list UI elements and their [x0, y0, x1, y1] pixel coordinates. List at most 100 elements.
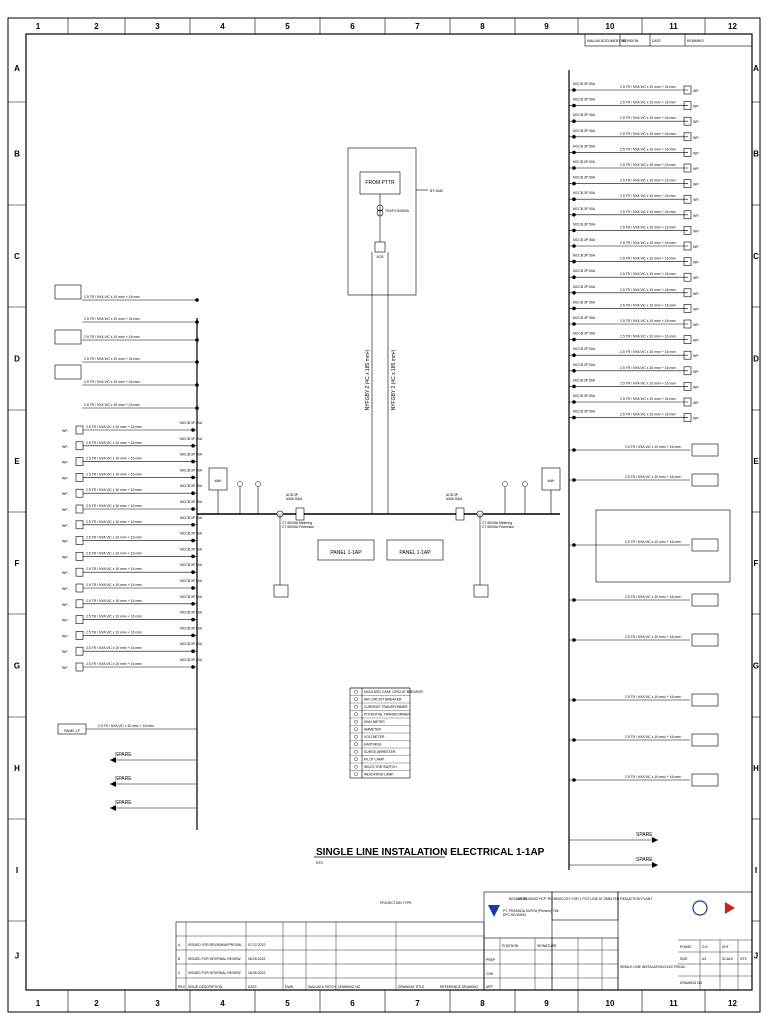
- load-id: WP-: [693, 214, 700, 218]
- circuit-breaker-symbol: [191, 459, 195, 464]
- mccb-rating: MCCB 3P 50A: [180, 595, 203, 599]
- column-label-top: 11: [669, 22, 678, 31]
- column-label-bottom: 3: [155, 999, 160, 1008]
- by-sam-label: BY SAM: [430, 189, 443, 193]
- mccb-rating: MCCB 3P 50A: [180, 468, 203, 472]
- load-note-box: [691, 633, 719, 647]
- column-label-top: 5: [285, 22, 290, 31]
- load-id: WP-: [693, 120, 700, 124]
- cable-spec: 2.5 TR / NYA ViC x 10 mm² + 16 mm²: [86, 583, 143, 587]
- mccb-rating: MCCB 3P 50A: [573, 394, 596, 398]
- row-label-left: E: [14, 457, 20, 466]
- cable-spec: 2.5 TR / NYA ViC x 10 mm² + 16 mm²: [620, 272, 677, 276]
- revision-label: REVISION: [622, 39, 639, 43]
- legend-row-text: PILOT LAMP: [364, 758, 385, 762]
- mccb-rating: MCCB 3P 50A: [180, 547, 203, 551]
- row-label-right: A: [753, 64, 759, 73]
- revision-header: DWN: [285, 985, 294, 989]
- circuit-breaker-symbol: [191, 586, 195, 590]
- mccb-rating: MCCB 3P 50A: [573, 363, 596, 367]
- load-terminal-box: [75, 552, 84, 561]
- app-label: APP: [486, 985, 494, 989]
- circuit-breaker-symbol: [572, 337, 576, 342]
- owner-block: [617, 891, 753, 991]
- circuit-breaker-symbol: [572, 448, 576, 452]
- load-id: WP-: [693, 276, 700, 280]
- phase-label: PHASE: [680, 945, 692, 949]
- load-terminal-box: [683, 85, 692, 95]
- panel-name-left: PANEL 1-1AP: [330, 550, 362, 556]
- circuit-breaker-symbol: [572, 778, 576, 782]
- row-label-left: G: [14, 662, 20, 671]
- load-terminal-box: [683, 148, 692, 157]
- cable-spec: 2.5 TR / NYA ViC x 10 mm² + 16 mm²: [620, 366, 677, 370]
- cable-spec: 2.5 TR / NYA ViC x 10 mm² + 16 mm²: [86, 551, 143, 555]
- load-terminal-box: [75, 425, 84, 435]
- cable-spec: 2.5 TR / NYA ViC x 10 mm² + 16 mm²: [620, 194, 677, 198]
- signature-label: SIGNATURE: [537, 944, 557, 948]
- spare-label: SPARE: [115, 752, 132, 758]
- circuit-breaker-symbol: [572, 478, 576, 482]
- cable-spec: 2.5 TR / NYA ViC x 10 mm² + 16 mm²: [620, 335, 677, 339]
- load-id: WP-: [62, 492, 69, 496]
- panel-lp-label: PANEL LP: [64, 729, 81, 733]
- meter-box: [273, 584, 289, 598]
- mccb-rating: MCCB 3P 50A: [573, 316, 596, 320]
- load-id: WP-: [62, 587, 69, 591]
- load-id: WP-: [62, 429, 69, 433]
- owner-logo-mark: [725, 902, 735, 914]
- load-id: WP-: [62, 508, 69, 512]
- legend-row-text: AIR CIRCUIT BREAKER: [364, 698, 402, 702]
- cable-spec: 2.5 TR / NYA ViC x 10 mm² + 16 mm²: [84, 295, 141, 299]
- circuit-breaker-symbol: [572, 119, 576, 123]
- load-id: WP-: [693, 292, 700, 296]
- spare-label: SPARE: [636, 832, 653, 838]
- load-terminal-box: [683, 226, 692, 235]
- load-id: WP-: [62, 461, 69, 465]
- load-note-box: [691, 733, 719, 747]
- mccb-rating: MCCB 3P 50A: [573, 82, 596, 86]
- spare-arrow: [652, 837, 658, 843]
- cable-spec: 2.5 TR / NYA ViC x 10 mm² + 16 mm²: [86, 536, 143, 540]
- cable-spec: 2.5 TR / NYA ViC x 10 mm² + 16 mm²: [86, 425, 143, 429]
- cable-spec: 2.5 TR / NYA ViC x 10 mm² + 16 mm²: [620, 163, 677, 167]
- revision-id: B: [178, 957, 181, 961]
- mccb-rating: MCCB 3P 50A: [573, 410, 596, 414]
- circuit-breaker-symbol: [572, 228, 576, 233]
- revision-desc: ISSUED FOR INTERNAL REVIEW: [188, 957, 241, 961]
- cable-spec: 2.5 TR / NYA ViC x 10 mm² + 16 mm²: [625, 635, 682, 639]
- pilot-lamp-symbol: [522, 481, 528, 487]
- design-by-label: DESIGN BY: [509, 897, 528, 901]
- cable-spec: 2.5 TR / NYA ViC x 10 mm² + 16 mm²: [620, 210, 677, 214]
- mccb-rating: MCCB 3P 50A: [573, 98, 596, 102]
- scale-label: SCALE: [722, 957, 734, 961]
- column-label-bottom: 9: [544, 999, 549, 1008]
- circuit-breaker-symbol: [572, 384, 576, 389]
- column-label-top: 3: [155, 22, 160, 31]
- cable-spec: 2.5 TR / NYA ViC x 10 mm² + 16 mm²: [86, 646, 143, 650]
- owner-logo: [692, 900, 708, 916]
- revision-desc: ISSUE DESCRIPTION: [188, 985, 223, 989]
- load-terminal-box: [683, 210, 692, 220]
- spare-arrow: [110, 805, 116, 811]
- circuit-breaker-symbol: [195, 406, 199, 410]
- load-terminal-box: [683, 350, 692, 360]
- load-id: WP-: [693, 183, 700, 187]
- legend-symbol: [354, 749, 358, 754]
- pilot-lamp-symbol: [255, 481, 261, 487]
- earthing-note-box: [54, 329, 82, 345]
- cable-spec: 2.5 TR / NYA ViC x 10 mm² + 16 mm²: [625, 775, 682, 779]
- mccb-rating: MCCB 3P 50A: [180, 626, 203, 630]
- earthing-note-box: [54, 364, 82, 380]
- row-label-left: I: [16, 866, 18, 875]
- column-label-bottom: 5: [285, 999, 290, 1008]
- pilot-lamp-symbol: [237, 481, 243, 487]
- mccb-rating: MCCB 3P 50A: [573, 238, 596, 242]
- load-note-box: [691, 593, 719, 607]
- circuit-breaker-symbol: [572, 135, 576, 139]
- circuit-breaker-symbol: [572, 738, 576, 742]
